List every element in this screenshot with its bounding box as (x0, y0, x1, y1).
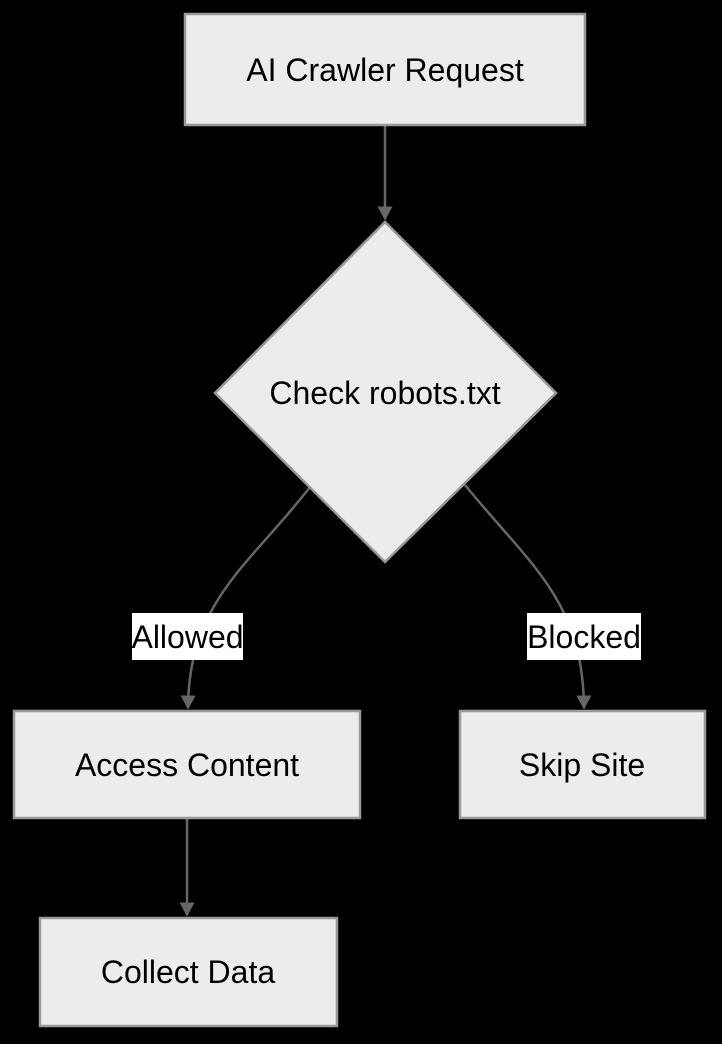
node-ai-crawler-request-label: AI Crawler Request (246, 52, 524, 88)
node-check-robots-txt: Check robots.txt (213, 220, 558, 564)
edge-label-allowed: Allowed (131, 613, 244, 660)
node-skip-site-label: Skip Site (519, 747, 645, 783)
edge-check-to-access (180, 486, 311, 710)
node-skip-site: Skip Site (458, 709, 707, 820)
node-ai-crawler-request: AI Crawler Request (183, 12, 587, 127)
node-access-content-box (12, 709, 362, 820)
edge-label-blocked-bg (527, 613, 641, 660)
node-access-content: Access Content (12, 709, 362, 820)
node-ai-crawler-request-box (183, 12, 587, 127)
edge-label-blocked: Blocked (527, 613, 641, 660)
node-skip-site-box (458, 709, 707, 820)
edge-check-to-skip (464, 484, 592, 710)
node-check-robots-txt-diamond (213, 220, 558, 564)
node-check-robots-txt-label: Check robots.txt (269, 375, 500, 411)
node-collect-data: Collect Data (38, 916, 339, 1028)
node-collect-data-label: Collect Data (101, 954, 276, 990)
node-collect-data-box (38, 916, 339, 1028)
edge-label-blocked-text: Blocked (527, 619, 641, 655)
node-access-content-label: Access Content (75, 747, 299, 783)
edge-label-allowed-bg (132, 613, 243, 660)
edge-label-allowed-text: Allowed (131, 619, 243, 655)
